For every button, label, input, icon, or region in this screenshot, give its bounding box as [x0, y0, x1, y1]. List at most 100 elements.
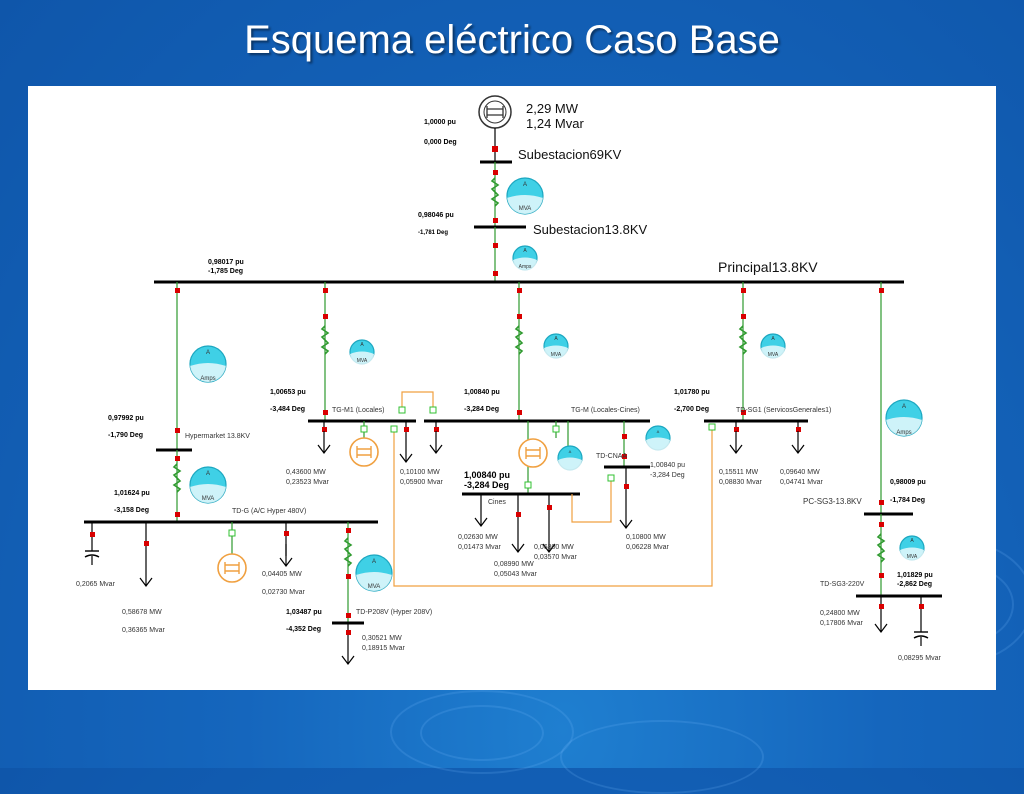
- svg-text:A: A: [902, 404, 906, 410]
- breaker[interactable]: [493, 271, 498, 276]
- breaker[interactable]: [741, 314, 746, 319]
- bus-name-sub138: Subestacion13.8KV: [533, 222, 648, 237]
- slide-title: Esquema eléctrico Caso Base: [244, 18, 780, 62]
- load-icon: [542, 494, 556, 553]
- breaker[interactable]: [517, 288, 522, 293]
- switch-open[interactable]: [429, 406, 437, 414]
- mva-meter: A MVA: [355, 554, 393, 592]
- mva-meter: A MVA: [349, 339, 375, 367]
- bus-pu-tgm1: 1,00653 pu: [270, 389, 306, 396]
- breaker[interactable]: [879, 288, 884, 293]
- breaker[interactable]: [175, 456, 180, 461]
- load-sg1-1-mw: 0,15511 MW: [719, 469, 759, 476]
- load-cines2-mw: 0,08990 MW: [494, 561, 534, 568]
- load-icon: [317, 421, 331, 454]
- breaker[interactable]: [741, 288, 746, 293]
- bus-name-sub69: Subestacion69KV: [518, 147, 622, 162]
- load-tdg1-mvar: 0,36365 Mvar: [122, 627, 165, 634]
- svg-text:MVA: MVA: [202, 496, 215, 502]
- bus-name-tgm: TG-M (Locales-Cines): [571, 407, 640, 414]
- breaker[interactable]: [323, 410, 328, 415]
- bus-pu-hyper: 0,97992 pu: [108, 415, 144, 422]
- mva-meter: A MVA: [189, 466, 227, 504]
- breaker[interactable]: [517, 410, 522, 415]
- breaker[interactable]: [622, 454, 627, 459]
- breaker[interactable]: [492, 146, 498, 152]
- bus-deg-tdp208: -4,352 Deg: [286, 626, 321, 633]
- bus-pu-cines: 1,00840 pu: [464, 470, 510, 480]
- breaker[interactable]: [323, 288, 328, 293]
- breaker[interactable]: [741, 410, 746, 415]
- load-cnaa-mw: 0,10800 MW: [626, 534, 666, 541]
- load-icon: [429, 421, 443, 454]
- svg-text:A: A: [206, 471, 210, 477]
- breaker[interactable]: [175, 288, 180, 293]
- breaker[interactable]: [346, 574, 351, 579]
- breaker[interactable]: [879, 573, 884, 578]
- motor-icon: [518, 421, 560, 468]
- tie-line: [571, 478, 612, 523]
- transformer-icon: [491, 177, 499, 207]
- bus-deg-pcsg3: -1,784 Deg: [890, 497, 925, 504]
- switch-open[interactable]: [390, 425, 398, 433]
- svg-text:Amps: Amps: [896, 430, 911, 436]
- mva-meter: A MVA: [543, 333, 569, 361]
- bus-name-cines: Cines: [488, 499, 506, 506]
- load-tgm1-2-mw: 0,10100 MW: [400, 469, 440, 476]
- load-cines1-mvar: 0,01473 Mvar: [458, 544, 501, 551]
- breaker[interactable]: [879, 500, 884, 505]
- breaker[interactable]: [493, 243, 498, 248]
- svg-text:A: A: [523, 182, 527, 188]
- switch-open[interactable]: [607, 474, 615, 482]
- breaker[interactable]: [175, 428, 180, 433]
- breaker[interactable]: [493, 218, 498, 223]
- breaker[interactable]: [517, 314, 522, 319]
- load-cnaa-mvar: 0,06228 Mvar: [626, 544, 669, 551]
- load-cines2-mvar: 0,05043 Mvar: [494, 571, 537, 578]
- cap-tdg-mvar: 0,2065 Mvar: [76, 581, 116, 588]
- source-pu: 1,0000 pu: [424, 119, 456, 126]
- breaker[interactable]: [346, 528, 351, 533]
- load-icon: [791, 421, 805, 454]
- load-icon: [399, 421, 413, 463]
- breaker[interactable]: [622, 434, 627, 439]
- switch-open[interactable]: [398, 406, 406, 414]
- breaker[interactable]: [493, 170, 498, 175]
- load-icon: [474, 494, 488, 527]
- bus-pu-tdg: 1,01624 pu: [114, 490, 150, 497]
- breaker[interactable]: [879, 522, 884, 527]
- bus-name-hyper: Hypermarket 13.8KV: [185, 433, 250, 440]
- bus-name-pcsg3: PC-SG3-13.8KV: [803, 497, 862, 506]
- motor-icon: [217, 522, 247, 583]
- svg-text:MVA: MVA: [357, 358, 368, 364]
- load-sg1-2-mvar: 0,04741 Mvar: [780, 479, 823, 486]
- load-tdg2-mw: 0,04405 MW: [262, 571, 302, 578]
- breaker[interactable]: [323, 314, 328, 319]
- load-tgm1-1-mvar: 0,23523 Mvar: [286, 479, 329, 486]
- svg-text:A: A: [771, 336, 775, 342]
- bus-name-tdsg1: TD-SG1 (ServicosGenerales1): [736, 407, 831, 414]
- bus-pu-tdsg1: 1,01780 pu: [674, 389, 710, 396]
- breaker[interactable]: [346, 613, 351, 618]
- load-sg3-mvar: 0,17806 Mvar: [820, 620, 863, 627]
- switch-open[interactable]: [708, 423, 716, 431]
- mva-meter: A MVA: [506, 177, 544, 215]
- svg-text:MVA: MVA: [768, 352, 779, 358]
- motor-icon: [349, 421, 379, 467]
- load-tgm1-1-mw: 0,43600 MW: [286, 469, 326, 476]
- load-tdg1-mw: 0,58678 MW: [122, 609, 162, 616]
- load-cines3-mvar: 0,03570 Mvar: [534, 554, 577, 561]
- load-p208-mvar: 0,18915 Mvar: [362, 645, 405, 652]
- generator-icon: [478, 95, 512, 129]
- load-icon: [619, 467, 633, 529]
- load-icon: [279, 522, 293, 567]
- bus-name-tdp208: TD-P208V (Hyper 208V): [356, 609, 432, 616]
- breaker[interactable]: [175, 512, 180, 517]
- transformer-icon: [877, 533, 885, 563]
- transformer-icon: [321, 325, 329, 355]
- svg-text:A: A: [554, 336, 558, 342]
- load-cines3-mw: 0,06300 MW: [534, 544, 574, 551]
- switch[interactable]: [524, 481, 532, 489]
- meter-small: A: [645, 425, 671, 453]
- mva-meter: A MVA: [760, 333, 786, 361]
